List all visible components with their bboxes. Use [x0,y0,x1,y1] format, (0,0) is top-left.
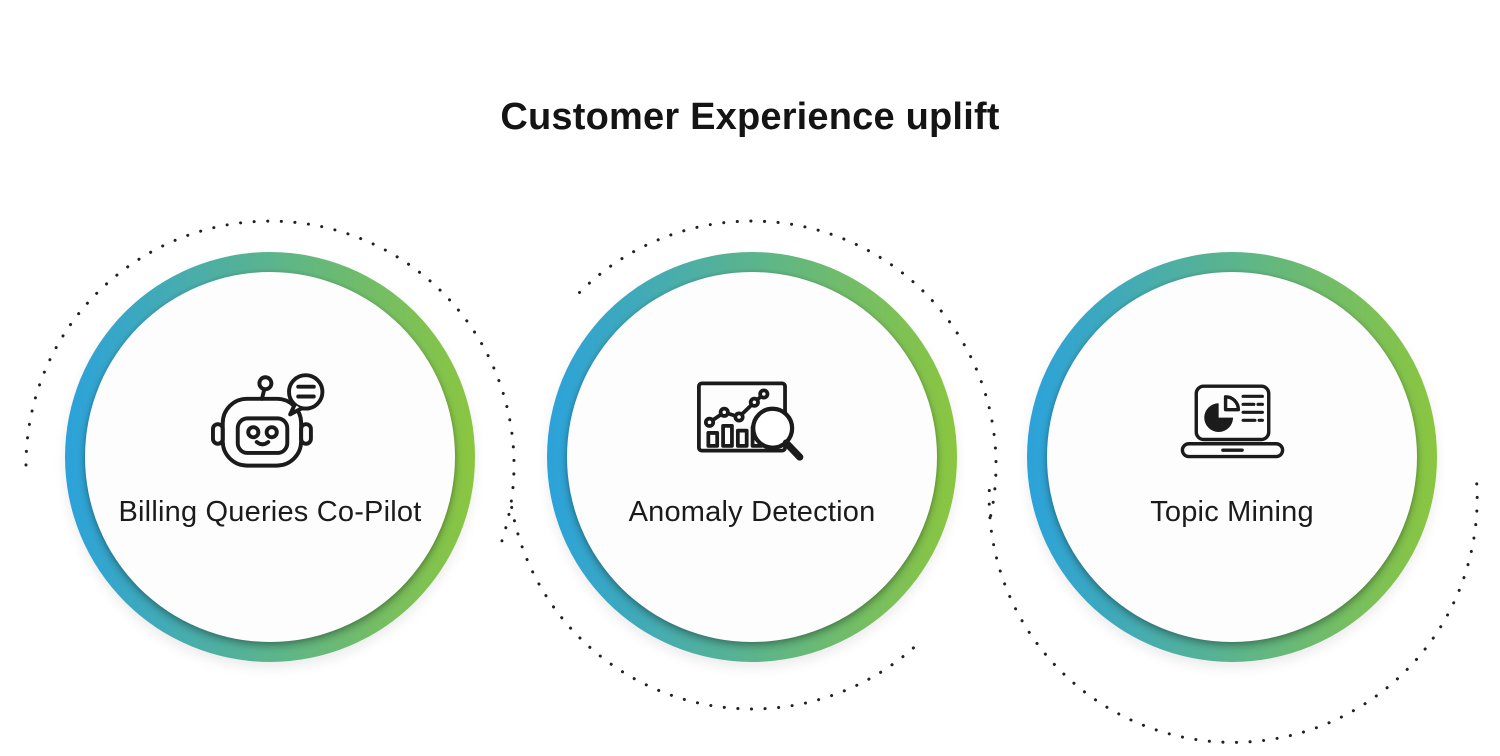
chatbot-icon [85,368,455,478]
card-label-anomaly-detection: Anomaly Detection [628,496,876,528]
card-anomaly-detection-ring: Anomaly Detection [547,252,957,662]
page-title: Customer Experience uplift [500,96,1000,138]
card-topic-mining-face: Topic Mining [1047,272,1417,642]
chart-magnifier-icon [567,368,937,478]
card-billing-queries-face: Billing Queries Co-Pilot [85,272,455,642]
card-label-billing-queries: Billing Queries Co-Pilot [118,496,422,528]
card-billing-queries-ring: Billing Queries Co-Pilot [65,252,475,662]
card-anomaly-detection-face: Anomaly Detection [567,272,937,642]
card-label-topic-mining: Topic Mining [1150,496,1314,528]
laptop-pie-chart-icon [1047,368,1417,478]
card-topic-mining-ring: Topic Mining [1027,252,1437,662]
